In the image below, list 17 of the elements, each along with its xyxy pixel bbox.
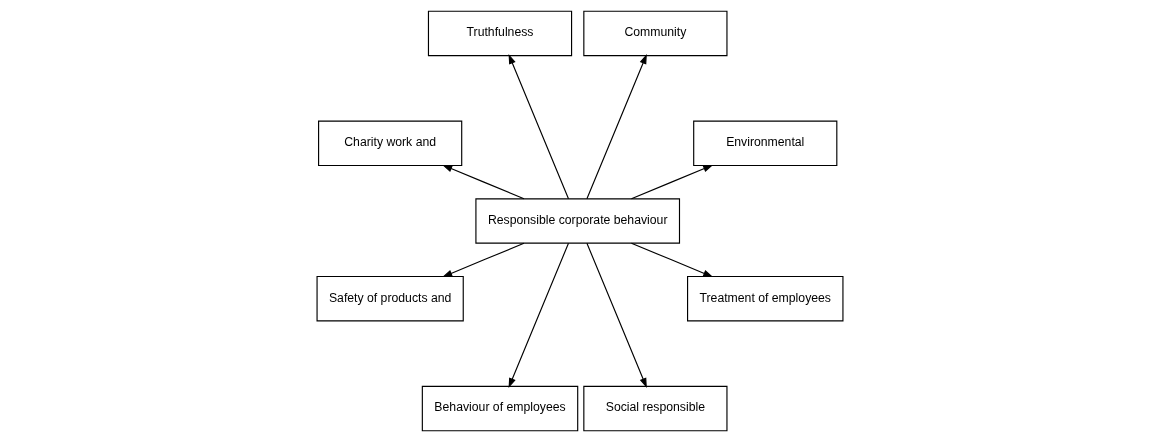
node-box: Social responsible <box>582 385 728 432</box>
arrow <box>508 242 569 388</box>
node-box: Responsible corporate behaviour <box>474 198 680 244</box>
arrow <box>630 164 713 200</box>
arrow <box>441 242 525 278</box>
arrow <box>630 242 713 278</box>
node-box: Community <box>582 10 728 57</box>
node-box: Behaviour of employees <box>421 385 578 432</box>
node-box: Charity work and <box>317 120 462 167</box>
node-box: Truthfulness <box>427 10 572 57</box>
arrow <box>585 242 647 388</box>
arrow <box>508 54 569 200</box>
arrow <box>585 54 647 200</box>
node-box: Safety of products and <box>316 275 464 322</box>
node-box: Treatment of employees <box>686 275 843 322</box>
node-box: Environmental <box>692 120 837 167</box>
arrow <box>441 164 525 200</box>
